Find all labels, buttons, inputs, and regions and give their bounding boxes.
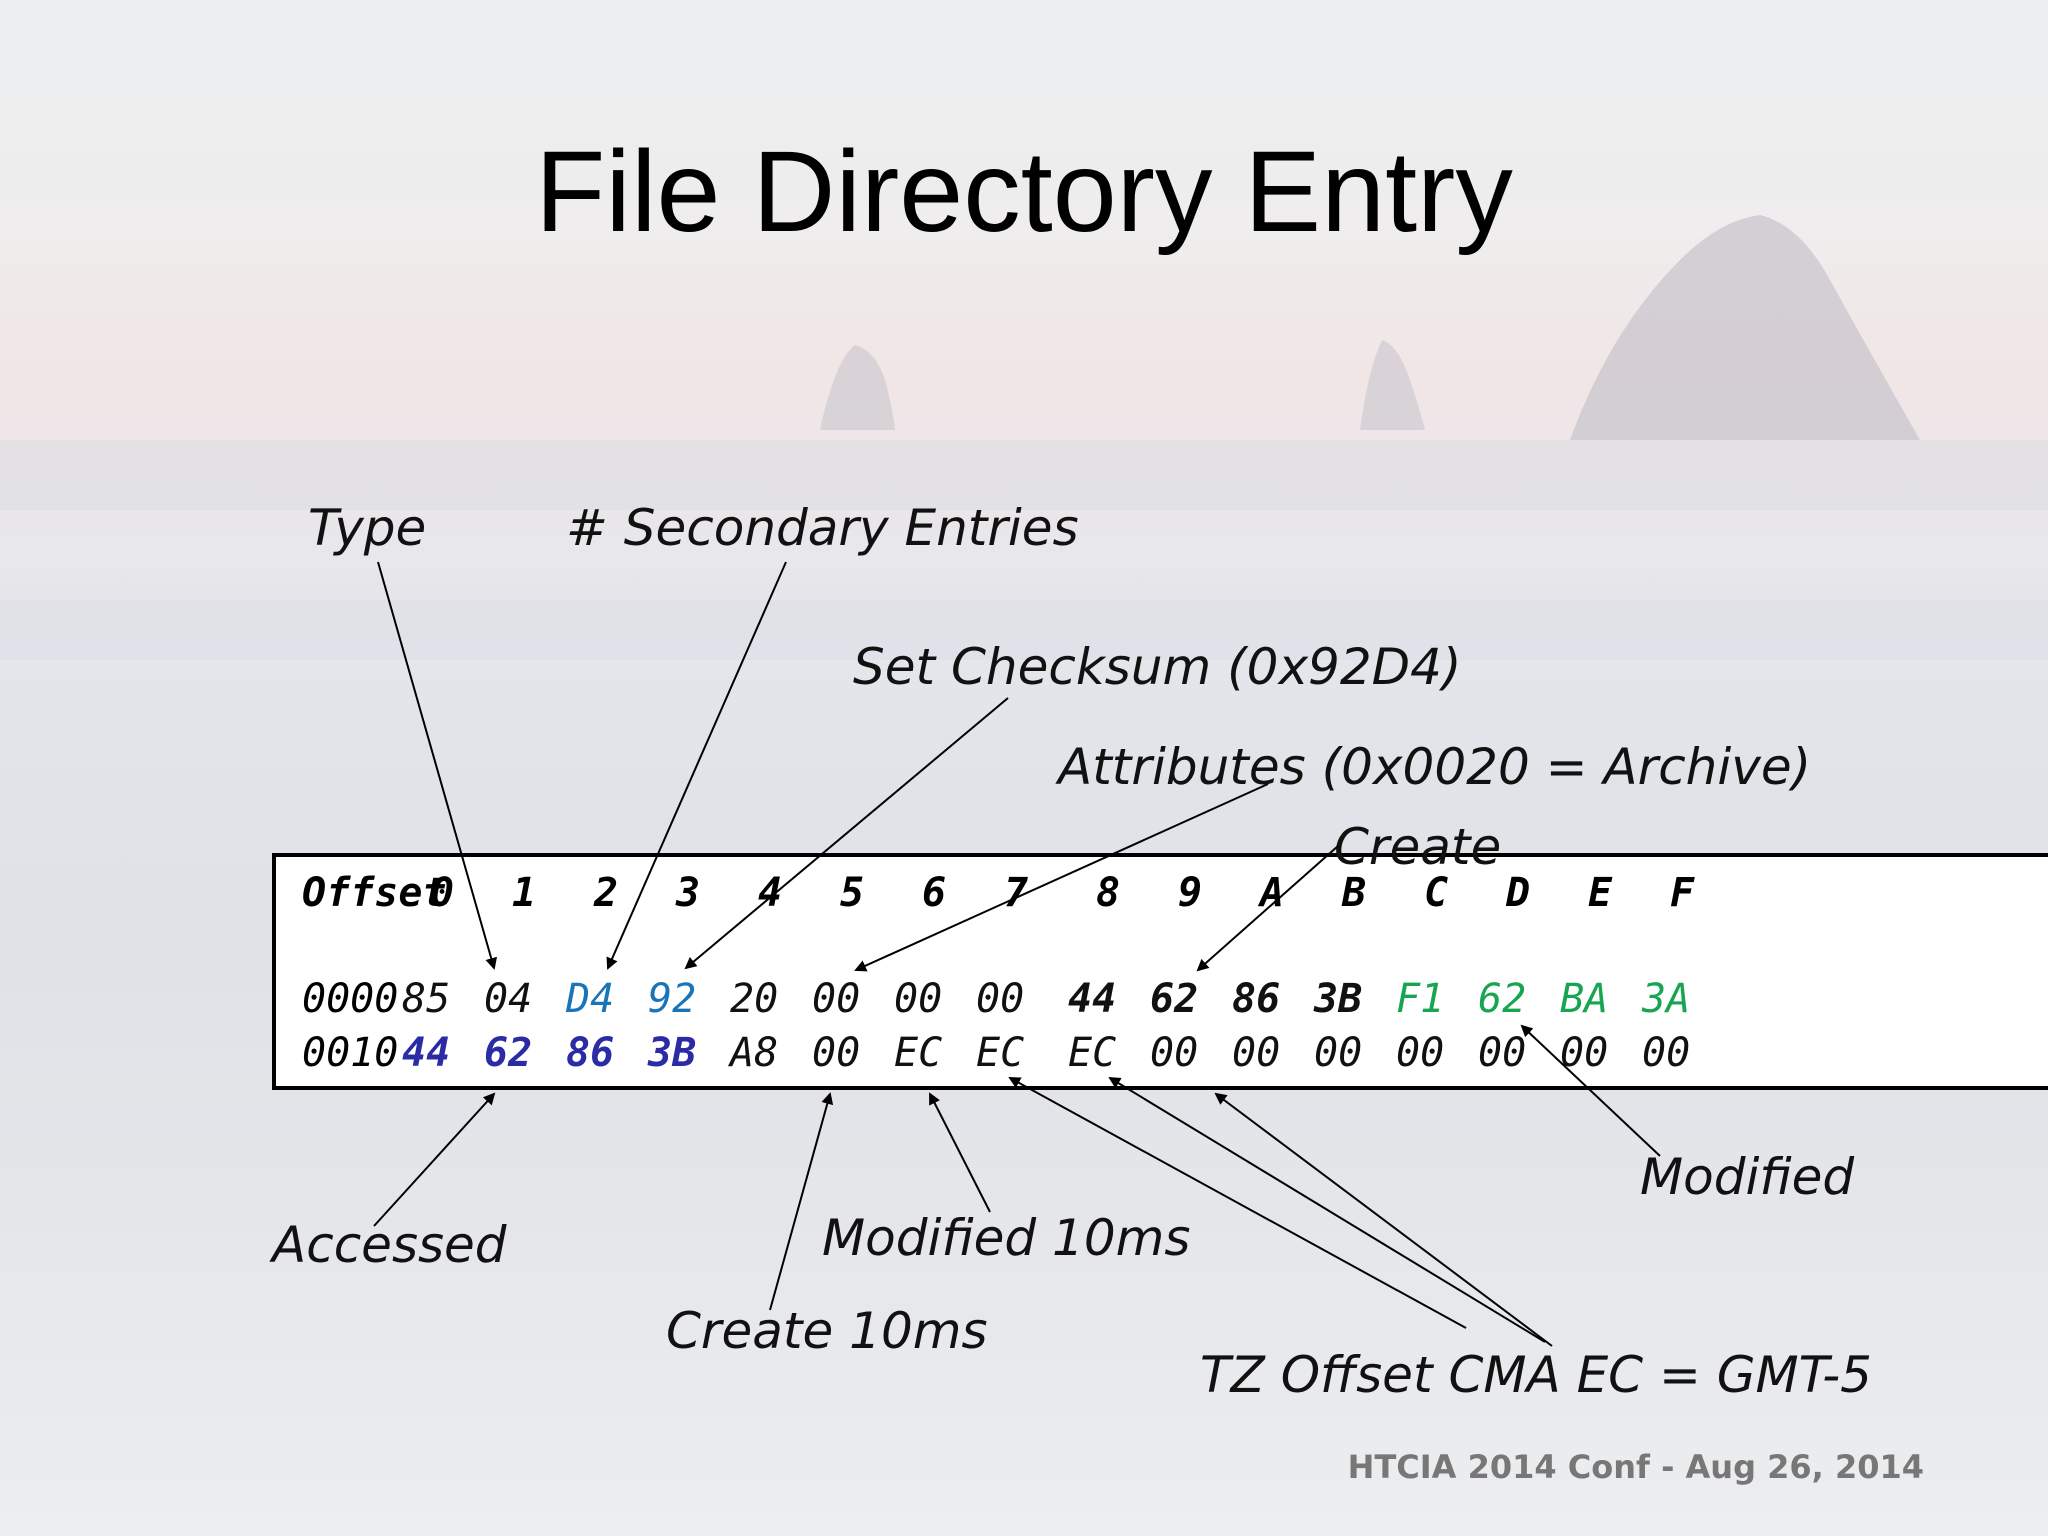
hex-byte: 44 xyxy=(402,1030,451,1076)
hex-header-col: 8 xyxy=(1096,870,1121,916)
arrow-tz-1 xyxy=(1008,1077,1467,1329)
hex-byte: 62 xyxy=(1150,976,1199,1022)
hex-byte: A8 xyxy=(730,1030,779,1076)
hex-header-offset: Offset xyxy=(302,870,447,916)
hex-byte: 00 xyxy=(1478,1030,1527,1076)
hex-byte: 00 xyxy=(812,976,861,1022)
hex-byte: 00 xyxy=(1232,1030,1281,1076)
hex-byte: 00 xyxy=(1396,1030,1445,1076)
hex-byte: 00 xyxy=(1560,1030,1609,1076)
arrow-type xyxy=(377,561,498,970)
hex-header-col: D xyxy=(1506,870,1531,916)
hex-header-col: 1 xyxy=(512,870,537,916)
hex-byte: 00 xyxy=(1642,1030,1691,1076)
hex-byte: F1 xyxy=(1396,976,1445,1022)
hex-byte: 44 xyxy=(1068,976,1117,1022)
hex-header-col: 5 xyxy=(840,870,865,916)
arrow-secondary-entries xyxy=(606,561,787,970)
hex-byte: D4 xyxy=(566,976,615,1022)
label-create-10ms: Create 10ms xyxy=(666,1302,988,1360)
hex-header-col: 6 xyxy=(922,870,947,916)
haystack-rock xyxy=(1570,215,1920,440)
label-set-checksum: Set Checksum (0x92D4) xyxy=(853,638,1462,696)
hex-byte: EC xyxy=(1068,1030,1117,1076)
arrow-checksum xyxy=(684,697,1009,970)
label-secondary-entries: # Secondary Entries xyxy=(566,499,1079,557)
arrow-modified-10ms xyxy=(929,1092,991,1213)
hex-byte: BA xyxy=(1560,976,1609,1022)
footer-text: HTCIA 2014 Conf - Aug 26, 2014 xyxy=(1347,1448,1924,1486)
label-type: Type xyxy=(308,499,427,557)
slide-title: File Directory Entry xyxy=(535,128,1513,256)
sea-stack-left xyxy=(820,345,895,430)
hex-header-col: 0 xyxy=(430,870,455,916)
hex-row-offset: 0010 xyxy=(302,1030,399,1076)
hex-byte: 86 xyxy=(1232,976,1281,1022)
hex-byte: EC xyxy=(894,1030,943,1076)
hex-byte: 00 xyxy=(976,976,1025,1022)
hex-byte: 3B xyxy=(648,1030,697,1076)
hex-byte: 00 xyxy=(812,1030,861,1076)
hex-byte: 00 xyxy=(894,976,943,1022)
hex-header-col: 2 xyxy=(594,870,619,916)
hex-header-col: 4 xyxy=(758,870,783,916)
hex-header-col: 7 xyxy=(1004,870,1029,916)
hex-byte: 04 xyxy=(484,976,533,1022)
label-tz-offset: TZ Offset CMA EC = GMT-5 xyxy=(1200,1346,1872,1404)
label-modified: Modified xyxy=(1640,1148,1855,1206)
hex-header-col: A xyxy=(1260,870,1285,916)
arrow-attributes xyxy=(854,783,1269,972)
hex-byte: 85 xyxy=(402,976,451,1022)
hex-row-offset: 0000 xyxy=(302,976,399,1022)
arrow-create xyxy=(1196,845,1339,972)
hex-byte: 3B xyxy=(1314,976,1363,1022)
hex-byte: 62 xyxy=(1478,976,1527,1022)
hex-byte: 62 xyxy=(484,1030,533,1076)
hex-header-col: 9 xyxy=(1178,870,1203,916)
hex-byte: 92 xyxy=(648,976,697,1022)
arrow-modified xyxy=(1520,1024,1661,1157)
hex-byte: 00 xyxy=(1150,1030,1199,1076)
hex-byte: 00 xyxy=(1314,1030,1363,1076)
hex-header-col: 3 xyxy=(676,870,701,916)
sea-stack-middle xyxy=(1360,340,1425,430)
hex-header-col: F xyxy=(1670,870,1695,916)
hex-byte: 20 xyxy=(730,976,779,1022)
hex-byte: 3A xyxy=(1642,976,1691,1022)
hex-header-col: C xyxy=(1424,870,1449,916)
hex-byte: EC xyxy=(976,1030,1025,1076)
label-modified-10ms: Modified 10ms xyxy=(822,1209,1191,1267)
hex-header-col: B xyxy=(1342,870,1367,916)
arrow-create-10ms xyxy=(769,1092,834,1311)
label-create: Create xyxy=(1334,818,1502,876)
arrow-accessed xyxy=(373,1092,496,1227)
hex-byte: 86 xyxy=(566,1030,615,1076)
arrow-tz-3 xyxy=(1214,1092,1553,1347)
label-accessed: Accessed xyxy=(272,1216,507,1274)
hex-header-col: E xyxy=(1588,870,1613,916)
label-attributes: Attributes (0x0020 = Archive) xyxy=(1058,738,1812,796)
arrow-tz-2 xyxy=(1108,1076,1546,1343)
